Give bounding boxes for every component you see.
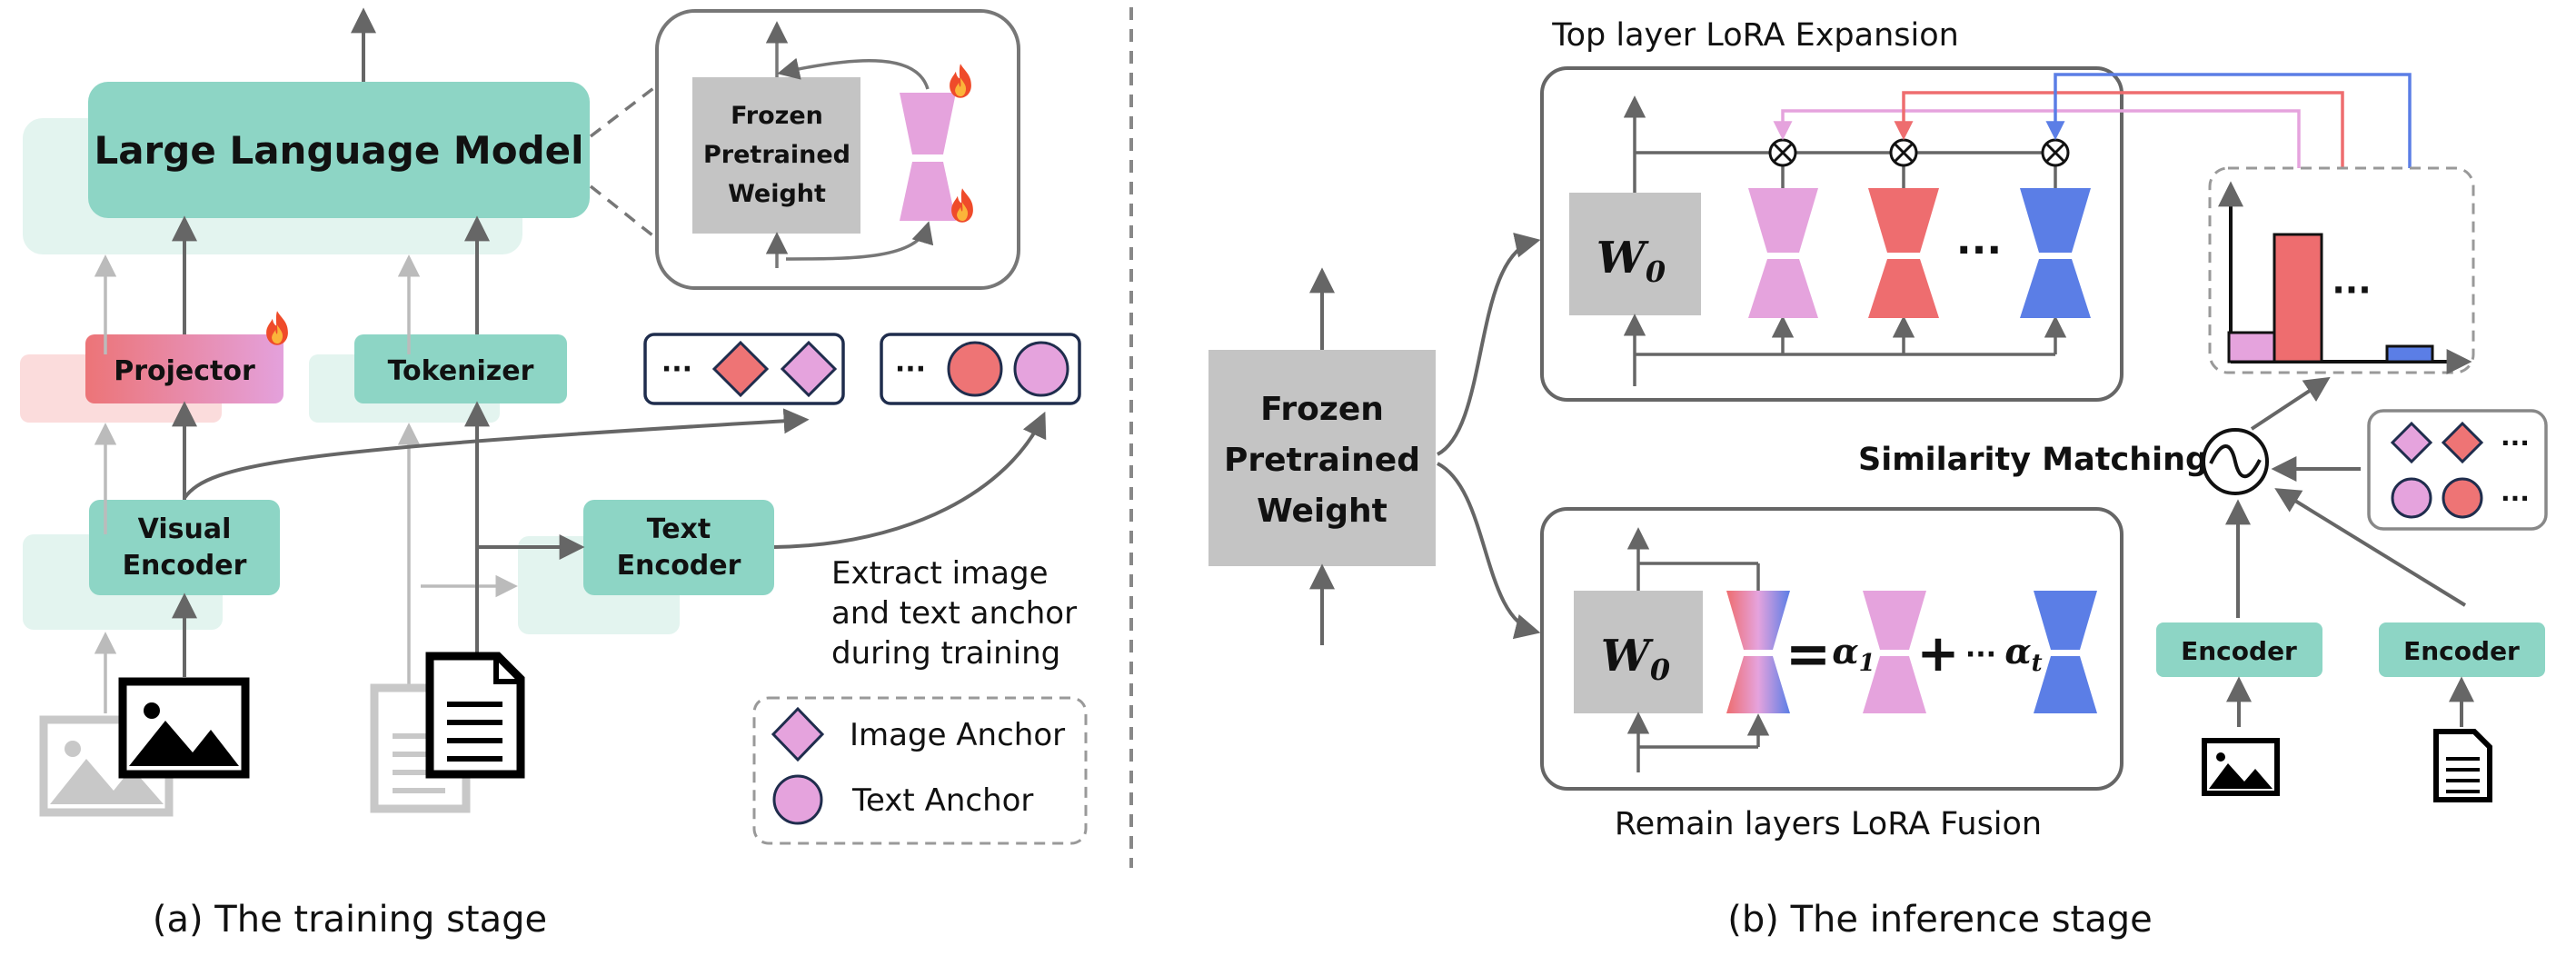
w0-box-bottom: [1574, 591, 1703, 713]
text-encoder-line2: Encoder: [617, 550, 741, 582]
chart-ellipsis: ···: [2332, 270, 2371, 310]
anchor-bank-ellipsis: ···: [2501, 428, 2530, 458]
similarity-to-chart-arrow: [2250, 376, 2331, 431]
top-title: Top layer LoRA Expansion: [1551, 17, 1959, 54]
fused-lora-top: [1726, 591, 1790, 650]
text-anchor-ellipsis: ···: [895, 354, 926, 385]
image-anchor-arrow: [183, 408, 810, 500]
frozen-weight-line2: Pretrained: [1224, 442, 1420, 479]
frozen-weight-box-small: [692, 77, 860, 234]
legend-diamond-icon: [771, 706, 825, 762]
red-lora-top: [1868, 188, 1939, 253]
image-encoder-label: Encoder: [2181, 636, 2297, 666]
legend-image-anchor: Image Anchor: [850, 717, 1065, 753]
bottom-title: Remain layers LoRA Fusion: [1615, 806, 2042, 842]
pink-diamond: [2390, 421, 2433, 464]
frozen-weight-line1: Frozen: [1260, 391, 1384, 428]
fused-lora-bottom: [1726, 656, 1790, 713]
red-diamond: [2441, 421, 2484, 464]
visual-encoder-line2: Encoder: [123, 550, 247, 582]
document-icon: [2433, 729, 2492, 802]
frozen-weight-small-line1: Frozen: [731, 102, 823, 130]
lora-hourglass-bottom: [900, 162, 956, 221]
pink-lora-bottom: [1748, 259, 1818, 318]
red-lora-bottom: [1868, 259, 1939, 318]
branch-arrow-top: [1437, 233, 1541, 456]
frozen-weight-box: [1208, 350, 1436, 566]
pink-lora-top: [1748, 188, 1818, 253]
pink-lora-bottom: [1863, 656, 1926, 713]
blue-lora-top: [2034, 591, 2097, 650]
zoom-line-bottom: [589, 184, 658, 240]
legend-text-anchor: Text Anchor: [851, 782, 1033, 819]
equation-alpha-t: αt: [2004, 631, 2042, 677]
pink-lora-top: [1863, 591, 1926, 650]
encoder-to-similarity-arrow: [2274, 488, 2467, 607]
lora-ellipsis: ···: [1956, 227, 2002, 274]
anchor-bank-ellipsis: ···: [2501, 483, 2530, 513]
w0-top: W0: [1596, 233, 1666, 289]
image-icon: [118, 677, 250, 779]
text-encoder-box: [583, 500, 774, 595]
visual-encoder-line1: Visual: [138, 513, 232, 545]
lora-fusion-box: [1540, 507, 2123, 791]
training-stage: Large Language Model Frozen Pretrained W…: [20, 7, 1088, 941]
text-anchor-arrow: [773, 411, 1047, 549]
image-icon: [2202, 738, 2280, 796]
extract-line1: Extract image: [831, 555, 1048, 592]
pink-circle: [1013, 341, 1069, 397]
extract-line2: and text anchor: [831, 595, 1077, 632]
pink-bar: [2227, 331, 2276, 363]
legend-circle-icon: [772, 774, 823, 825]
document-icon: [425, 652, 525, 779]
pink-circle: [2391, 477, 2432, 519]
multiply-node: [2041, 138, 2070, 167]
frozen-weight-small-line2: Pretrained: [703, 141, 850, 169]
anchor-legend-box: [752, 696, 1088, 845]
red-circle: [947, 341, 1003, 397]
frozen-weight-line3: Weight: [1257, 493, 1387, 530]
red-diamond: [711, 340, 770, 398]
blue-lora-top: [2020, 188, 2091, 253]
text-encoder-line1: Text: [647, 513, 711, 545]
multiply-node: [1768, 138, 1797, 167]
w0-box-top: [1569, 193, 1701, 315]
text-encoder-box-inference: [2379, 622, 2545, 677]
equation-alpha-1: α1: [1832, 631, 1875, 677]
extract-line3: during training: [831, 635, 1060, 672]
inference-stage: Frozen Pretrained Weight Top layer LoRA …: [1208, 17, 2548, 941]
inference-caption: (b) The inference stage: [1727, 899, 2152, 941]
blue-lora-bottom: [2034, 656, 2097, 713]
training-caption: (a) The training stage: [153, 899, 547, 941]
pink-diamond: [780, 340, 838, 398]
projector-label: Projector: [114, 355, 255, 387]
image-encoder-box: [2156, 622, 2322, 677]
multiply-node: [1889, 138, 1918, 167]
red-weight-route: [1894, 91, 2344, 234]
equation-dots: ···: [1965, 639, 1996, 671]
llm-box: [88, 82, 590, 218]
blue-bar: [2385, 344, 2434, 363]
equation-eq: =: [1785, 622, 1831, 686]
image-anchor-ellipsis: ···: [661, 354, 692, 385]
red-circle: [2442, 477, 2483, 519]
red-bar: [2273, 233, 2323, 363]
lora-hourglass-top: [900, 93, 956, 154]
similarity-node-icon: [2202, 428, 2269, 495]
flame-icon: [266, 311, 288, 345]
frozen-weight-small-line3: Weight: [728, 180, 826, 208]
zoom-line-top: [589, 85, 658, 138]
lora-curve-top: [777, 57, 930, 90]
equation-plus: +: [1917, 624, 1960, 683]
w0-bottom: W0: [1601, 631, 1670, 687]
text-encoder-label-inference: Encoder: [2403, 636, 2520, 666]
visual-encoder-box: [89, 500, 280, 595]
llm-label: Large Language Model: [94, 128, 583, 173]
projector-box: [85, 334, 283, 403]
similarity-label: Similarity Matching: [1858, 442, 2208, 478]
blue-lora-bottom: [2020, 259, 2091, 318]
tokenizer-label: Tokenizer: [388, 355, 534, 387]
lora-curve-bottom: [785, 221, 934, 261]
branch-arrow-bottom: [1437, 462, 1541, 640]
